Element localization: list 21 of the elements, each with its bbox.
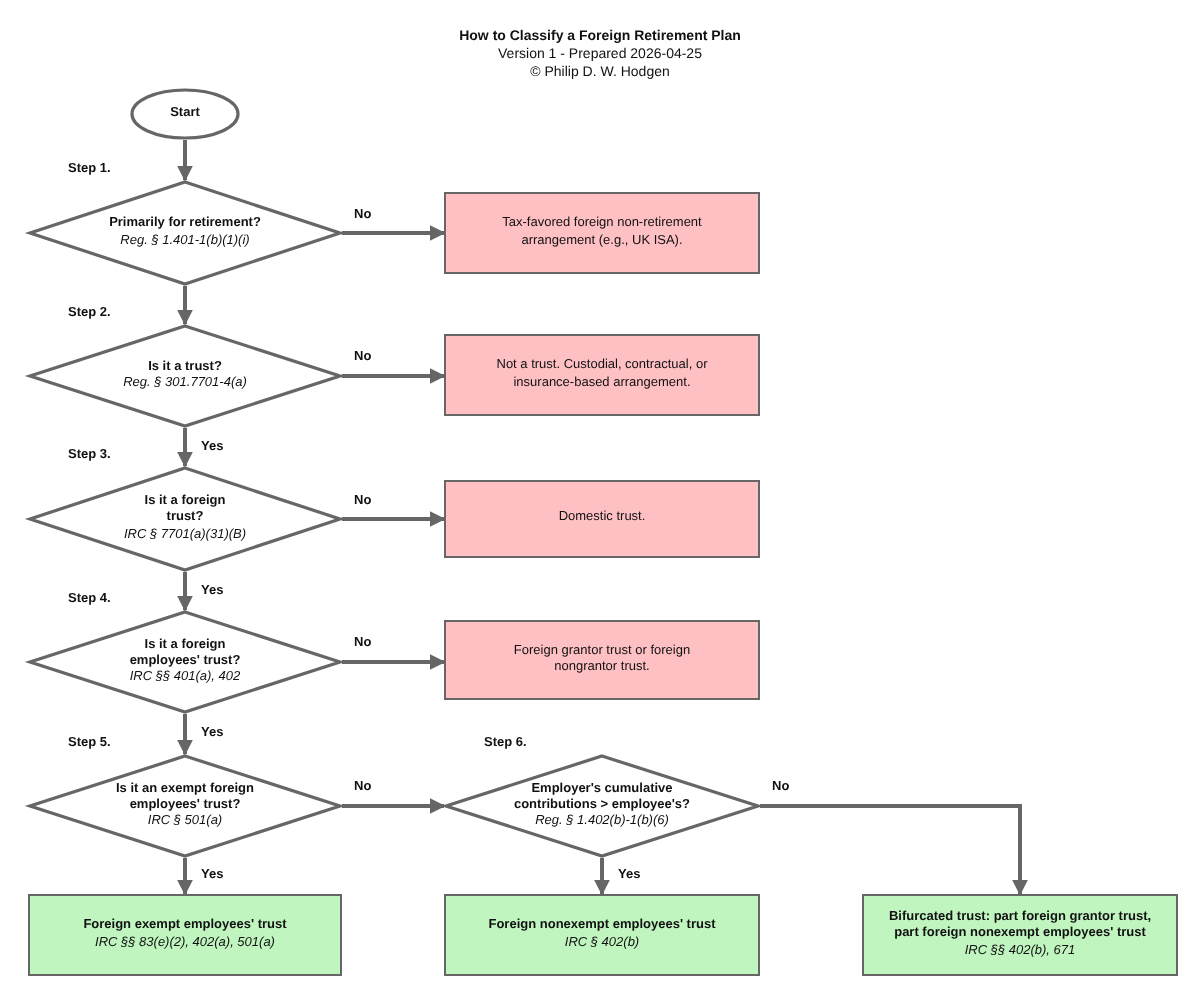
result-box (444, 192, 760, 274)
result-box (444, 334, 760, 416)
arrow (342, 225, 446, 241)
arrow (177, 428, 193, 468)
arrow (177, 572, 193, 612)
arrow (760, 804, 1028, 896)
arrow (594, 858, 610, 896)
arrow (177, 140, 193, 182)
arrow (177, 858, 193, 896)
outcome-box (862, 894, 1178, 976)
result-box (444, 480, 760, 558)
arrow (177, 714, 193, 756)
outcome-box (444, 894, 760, 976)
arrow (342, 654, 446, 670)
arrow (177, 286, 193, 326)
start-terminal (130, 88, 240, 140)
arrow (342, 511, 446, 527)
outcome-box (28, 894, 342, 976)
arrow (342, 368, 446, 384)
arrow (342, 798, 446, 814)
result-box (444, 620, 760, 700)
